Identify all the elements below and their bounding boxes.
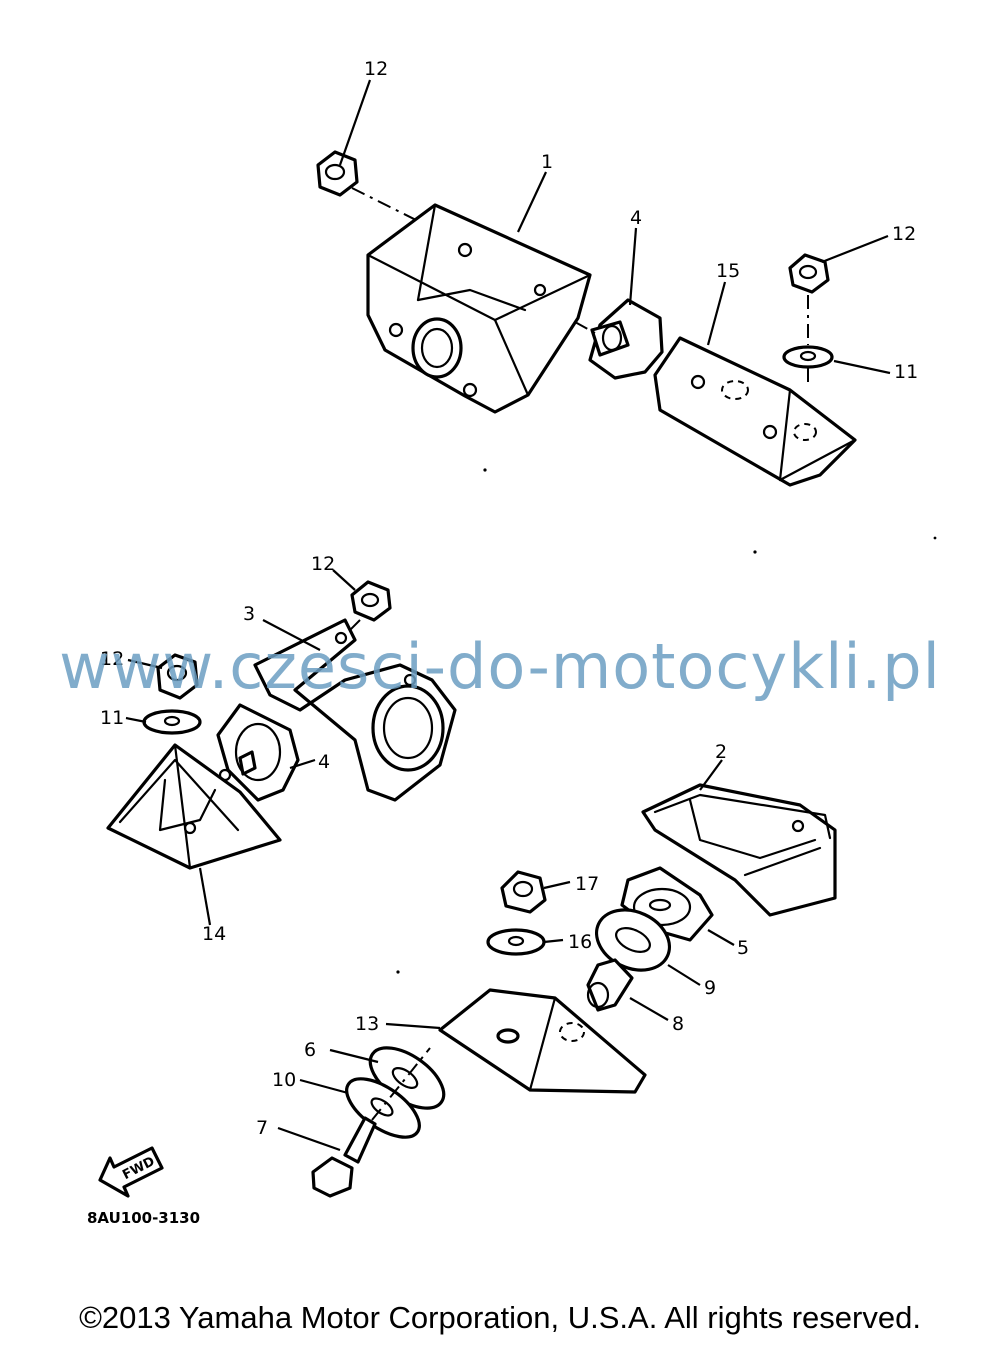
callout-11-right: 11 (894, 361, 918, 383)
bracket-3 (253, 618, 457, 802)
washer-9 (594, 908, 672, 972)
collar-8 (586, 958, 634, 1012)
bracket-14 (106, 743, 282, 870)
callout-3: 3 (243, 603, 255, 625)
flange-nut-12-left (156, 653, 199, 700)
washer-11-right (782, 345, 834, 369)
callout-9: 9 (704, 977, 716, 999)
flange-nut-12-mid (350, 580, 392, 622)
flange-nut-17 (500, 870, 547, 914)
copyright-text: ©2013 Yamaha Motor Corporation, U.S.A. A… (79, 1300, 921, 1335)
callout-4-mid: 4 (318, 751, 330, 773)
callout-2: 2 (715, 741, 727, 763)
flange-nut-12-top (316, 150, 359, 197)
callout-14: 14 (202, 923, 226, 945)
callout-leaders (125, 79, 891, 1152)
callout-13: 13 (355, 1013, 379, 1035)
bracket-13 (438, 988, 647, 1094)
callout-10: 10 (272, 1069, 296, 1091)
callout-5: 5 (737, 937, 749, 959)
callout-4-top: 4 (630, 207, 642, 229)
callout-11-left: 11 (100, 707, 124, 729)
watermark-text: www.czesci-do-motocykli.pl (59, 630, 941, 703)
callout-16: 16 (568, 931, 592, 953)
flange-nut-12-right (788, 253, 830, 294)
callout-15: 15 (716, 260, 740, 282)
washer-16 (486, 928, 546, 956)
washer-11-left (142, 709, 202, 735)
scan-specks (396, 468, 937, 974)
callout-12-top: 12 (364, 58, 388, 80)
callout-8: 8 (672, 1013, 684, 1035)
callout-17: 17 (575, 873, 599, 895)
bolt-7 (311, 1116, 377, 1198)
callout-1: 1 (541, 151, 553, 173)
fwd-arrow-icon: FWD (98, 1146, 164, 1198)
callout-6: 6 (304, 1039, 316, 1061)
callout-12-left: 12 (100, 648, 124, 670)
damper-4-top (588, 298, 664, 380)
bracket-2 (641, 783, 837, 917)
headlight-bracket-1 (366, 203, 592, 414)
damper-4-mid (216, 703, 300, 802)
callout-7: 7 (256, 1117, 268, 1139)
callout-12-mid: 12 (311, 553, 335, 575)
bracket-15 (653, 336, 857, 487)
callout-12-right: 12 (892, 223, 916, 245)
diagram-code: 8AU100-3130 (87, 1209, 200, 1227)
